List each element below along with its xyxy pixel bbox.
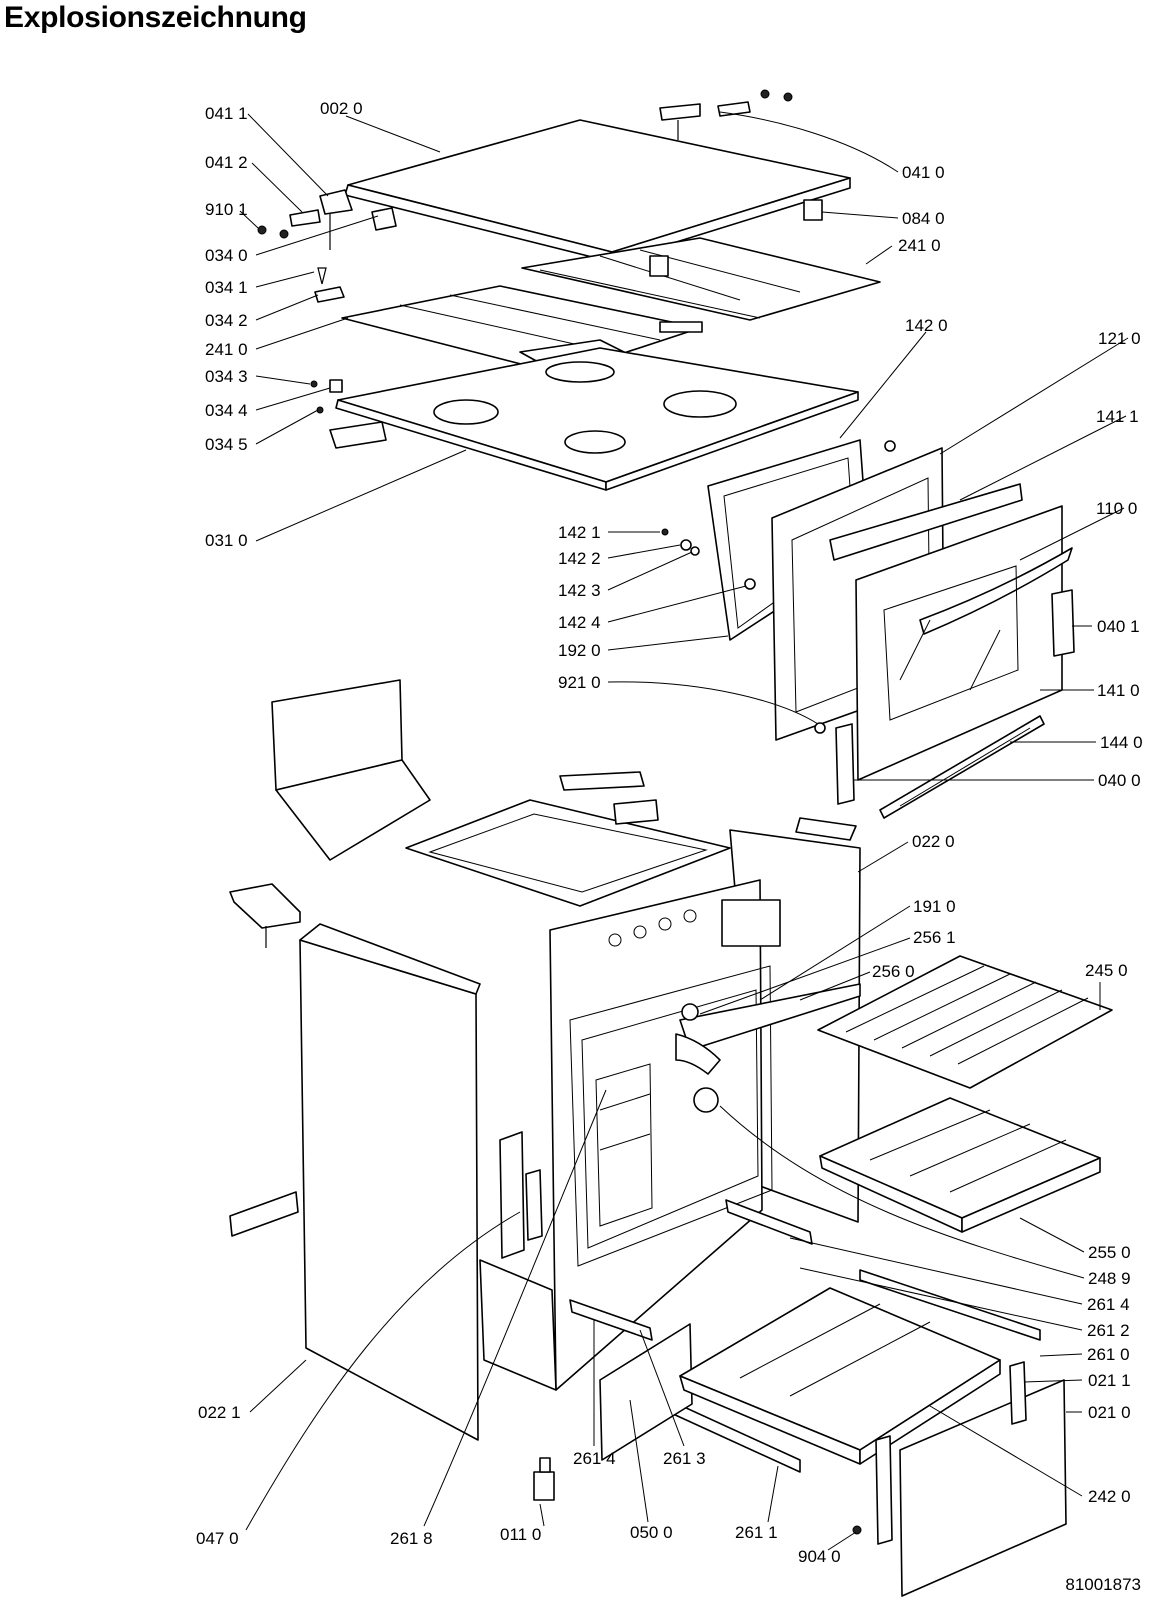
top-cover-part (344, 119, 851, 263)
label-141-1: 141 1 (1096, 407, 1139, 426)
part-labels: 041 1 002 0 041 2 910 1 034 0 034 1 034 … (196, 99, 1143, 1566)
label-142-4: 142 4 (558, 613, 601, 632)
label-121-0: 121 0 (1098, 329, 1141, 348)
label-040-1: 040 1 (1097, 617, 1140, 636)
label-022-0: 022 0 (912, 832, 955, 851)
label-002-0: 002 0 (320, 99, 363, 118)
label-011-0: 011 0 (500, 1525, 541, 1544)
label-261-0: 261 0 (1087, 1345, 1130, 1364)
hob-tray-part (310, 347, 859, 491)
label-141-0: 141 0 (1097, 681, 1140, 700)
label-904-0: 904 0 (798, 1547, 841, 1566)
label-144-0: 144 0 (1100, 733, 1143, 752)
door-hinges (661, 528, 1075, 805)
page-title: Explosionszeichnung (4, 1, 307, 34)
label-021-1: 021 1 (1088, 1371, 1131, 1390)
hinge-parts (257, 89, 823, 303)
baking-tray (819, 1097, 1101, 1233)
label-110-0: 110 0 (1096, 499, 1137, 518)
label-034-3: 034 3 (205, 367, 248, 386)
label-261-3: 261 3 (663, 1449, 706, 1468)
label-142-2: 142 2 (558, 549, 601, 568)
label-192-0: 192 0 (558, 641, 601, 660)
oven-cabinet-body (229, 679, 1041, 1501)
label-256-0: 256 0 (872, 962, 915, 981)
label-021-0: 021 0 (1088, 1403, 1131, 1422)
label-050-0: 050 0 (630, 1523, 673, 1542)
label-261-2: 261 2 (1087, 1321, 1130, 1340)
label-245-0: 245 0 (1085, 961, 1128, 980)
label-261-4-bottom: 261 4 (573, 1449, 616, 1468)
label-034-1: 034 1 (205, 278, 248, 297)
label-034-2: 034 2 (205, 311, 248, 330)
drawing-number: 81001873 (1065, 1575, 1141, 1594)
label-041-2: 041 2 (205, 153, 248, 172)
label-256-1: 256 1 (913, 928, 956, 947)
door-bottom-profile (879, 715, 1045, 819)
label-142-3: 142 3 (558, 581, 601, 600)
label-034-0: 034 0 (205, 246, 248, 265)
leader-lines (239, 111, 1129, 1551)
label-255-0: 255 0 (1088, 1243, 1131, 1262)
label-031-0: 031 0 (205, 531, 248, 550)
label-242-0: 242 0 (1088, 1487, 1131, 1506)
label-241-0-left: 241 0 (205, 340, 248, 359)
label-261-4-right: 261 4 (1087, 1295, 1130, 1314)
label-022-1: 022 1 (198, 1403, 241, 1422)
label-041-0: 041 0 (902, 163, 945, 182)
pan-support-grate-right (521, 237, 881, 321)
label-241-0-right: 241 0 (898, 236, 941, 255)
wire-shelf (817, 955, 1113, 1089)
label-142-1: 142 1 (558, 523, 601, 542)
label-047-0: 047 0 (196, 1529, 239, 1548)
label-191-0: 191 0 (913, 897, 956, 916)
label-248-9: 248 9 (1088, 1269, 1131, 1288)
storage-drawer (679, 1287, 1067, 1597)
label-040-0: 040 0 (1098, 771, 1141, 790)
label-034-4: 034 4 (205, 401, 248, 420)
label-034-5: 034 5 (205, 435, 248, 454)
label-910-1: 910 1 (205, 200, 248, 219)
label-261-1: 261 1 (735, 1523, 778, 1542)
label-041-1: 041 1 (205, 104, 248, 123)
oven-door-outer (855, 505, 1073, 781)
label-142-0: 142 0 (905, 316, 948, 335)
label-084-0: 084 0 (902, 209, 945, 228)
label-261-8: 261 8 (390, 1529, 433, 1548)
label-921-0: 921 0 (558, 673, 601, 692)
